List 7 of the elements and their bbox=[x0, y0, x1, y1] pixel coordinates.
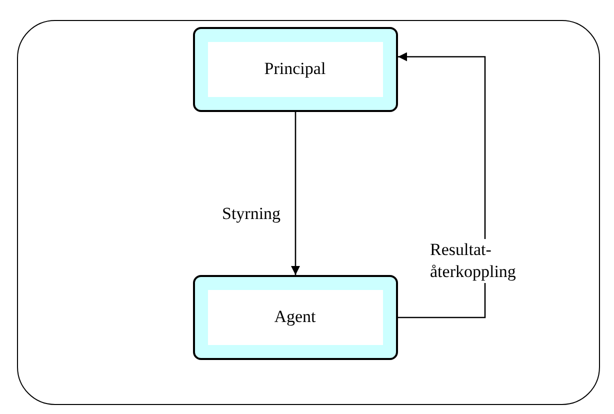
node-label: Agent bbox=[274, 307, 316, 327]
arrow bbox=[398, 52, 486, 318]
process-box bbox=[192, 26, 398, 112]
node-label: Principal bbox=[264, 59, 326, 79]
arrow bbox=[291, 112, 300, 275]
container-box bbox=[17, 20, 600, 405]
process-box bbox=[192, 274, 398, 360]
